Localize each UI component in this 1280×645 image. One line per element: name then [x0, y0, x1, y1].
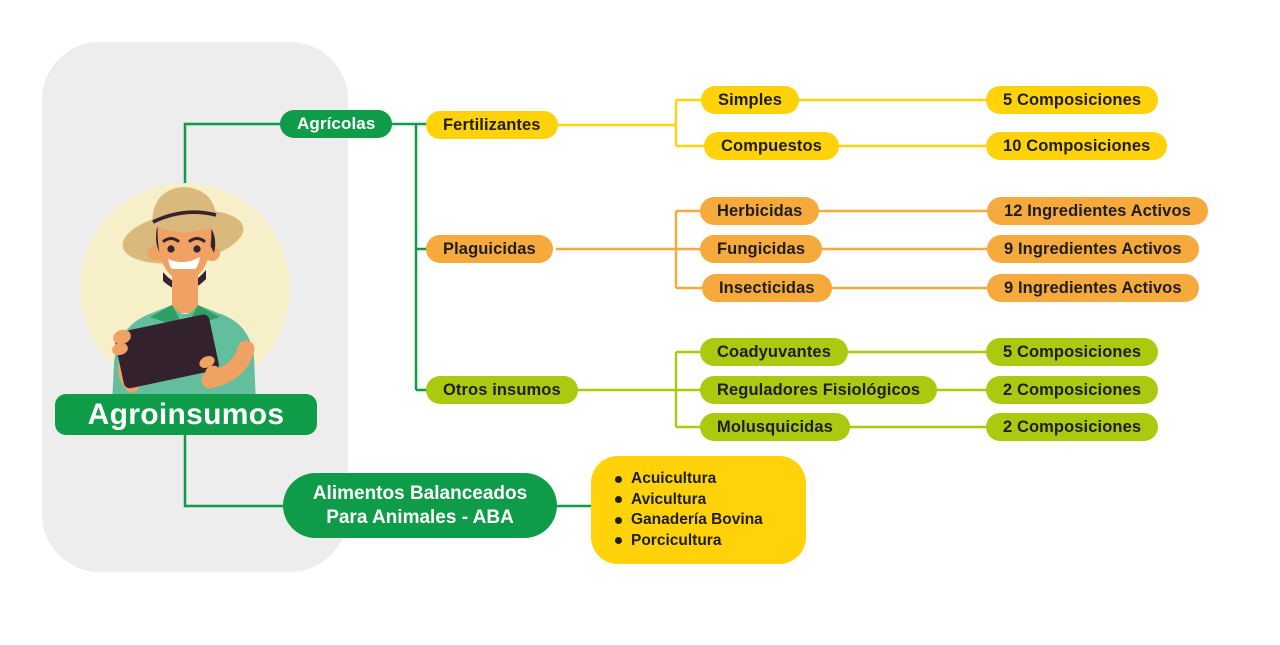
value-coadyuvantes-composiciones: 5 Composiciones [986, 338, 1159, 366]
node-plaguicidas: Plaguicidas [426, 235, 553, 263]
bullet-icon [615, 475, 622, 483]
node-simples: Simples [701, 86, 799, 114]
aba-item-acuicultura: Acuicultura [631, 470, 717, 488]
node-compuestos: Compuestos [704, 132, 839, 160]
aba-label-line1: Alimentos Balanceados [312, 483, 528, 505]
value-insecticidas-ingredientes: 9 Ingredientes Activos [987, 274, 1199, 302]
node-agricolas: Agrícolas [280, 110, 393, 138]
aba-item-ganaderia-bovina: Ganadería Bovina [631, 511, 763, 529]
node-fungicidas: Fungicidas [700, 235, 823, 263]
node-herbicidas: Herbicidas [700, 197, 820, 225]
node-insecticidas: Insecticidas [702, 274, 832, 302]
list-item: Avicultura [615, 490, 796, 511]
node-alimentos-balanceados-aba: Alimentos Balanceados Para Animales - AB… [283, 473, 557, 538]
list-item: Ganadería Bovina [615, 510, 796, 531]
bullet-icon [615, 496, 622, 504]
value-compuestos-composiciones: 10 Composiciones [986, 132, 1168, 160]
node-otros-insumos: Otros insumos [426, 376, 578, 404]
value-molusquicidas-composiciones: 2 Composiciones [986, 413, 1159, 441]
value-fungicidas-ingredientes: 9 Ingredientes Activos [987, 235, 1199, 263]
list-item: Acuicultura [615, 469, 796, 490]
aba-item-avicultura: Avicultura [631, 490, 707, 508]
node-agroinsumos: Agroinsumos [55, 394, 317, 435]
node-fertilizantes: Fertilizantes [426, 111, 558, 139]
value-simples-composiciones: 5 Composiciones [986, 86, 1159, 114]
farmer-illustration [80, 183, 290, 417]
bullet-icon [615, 516, 622, 524]
node-coadyuvantes: Coadyuvantes [700, 338, 848, 366]
value-reguladores-composiciones: 2 Composiciones [986, 376, 1159, 404]
list-item: Porcicultura [615, 531, 796, 552]
aba-item-porcicultura: Porcicultura [631, 531, 722, 549]
value-herbicidas-ingredientes: 12 Ingredientes Activos [987, 197, 1208, 225]
node-molusquicidas: Molusquicidas [700, 413, 850, 441]
aba-label-line2: Para Animales - ABA [326, 506, 514, 528]
aba-items-box: Acuicultura Avicultura Ganadería Bovina … [591, 456, 806, 564]
bullet-icon [615, 537, 622, 545]
node-reguladores-fisiologicos: Reguladores Fisiológicos [700, 376, 938, 404]
